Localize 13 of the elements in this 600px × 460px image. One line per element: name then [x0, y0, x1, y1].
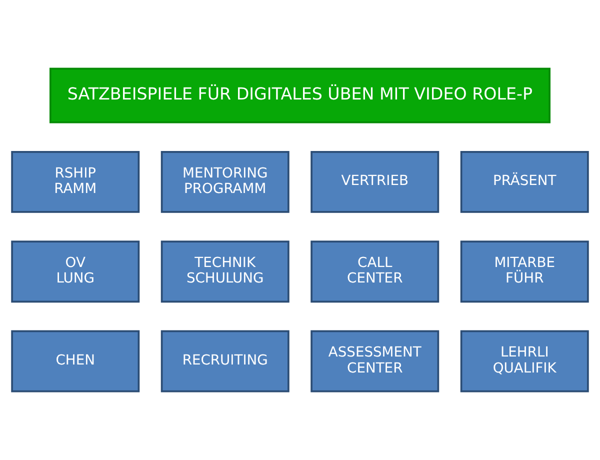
- node-box: VERTRIEB: [310, 150, 440, 213]
- node-box: RECRUITING: [160, 330, 290, 392]
- node-box: ASSESSMENT CENTER: [310, 330, 440, 392]
- node-box: MENTORING PROGRAMM: [160, 150, 290, 213]
- node-box: LEHRLI QUALIFIK: [460, 330, 589, 392]
- node-box: SATZBEISPIELE FÜR DIGITALES ÜBEN MIT VIDEO ROLE-P: [50, 68, 550, 124]
- node-box: PRÄSENT: [460, 150, 589, 213]
- node-box: OV LUNG: [11, 240, 140, 303]
- node-box: RSHIP RAMM: [11, 150, 140, 213]
- node-box: CALL CENTER: [310, 240, 440, 303]
- node-box: MITARBE FÜHR: [460, 240, 589, 303]
- node-box: TECHNIK SCHULUNG: [160, 240, 290, 303]
- node-box: CHEN: [11, 330, 140, 392]
